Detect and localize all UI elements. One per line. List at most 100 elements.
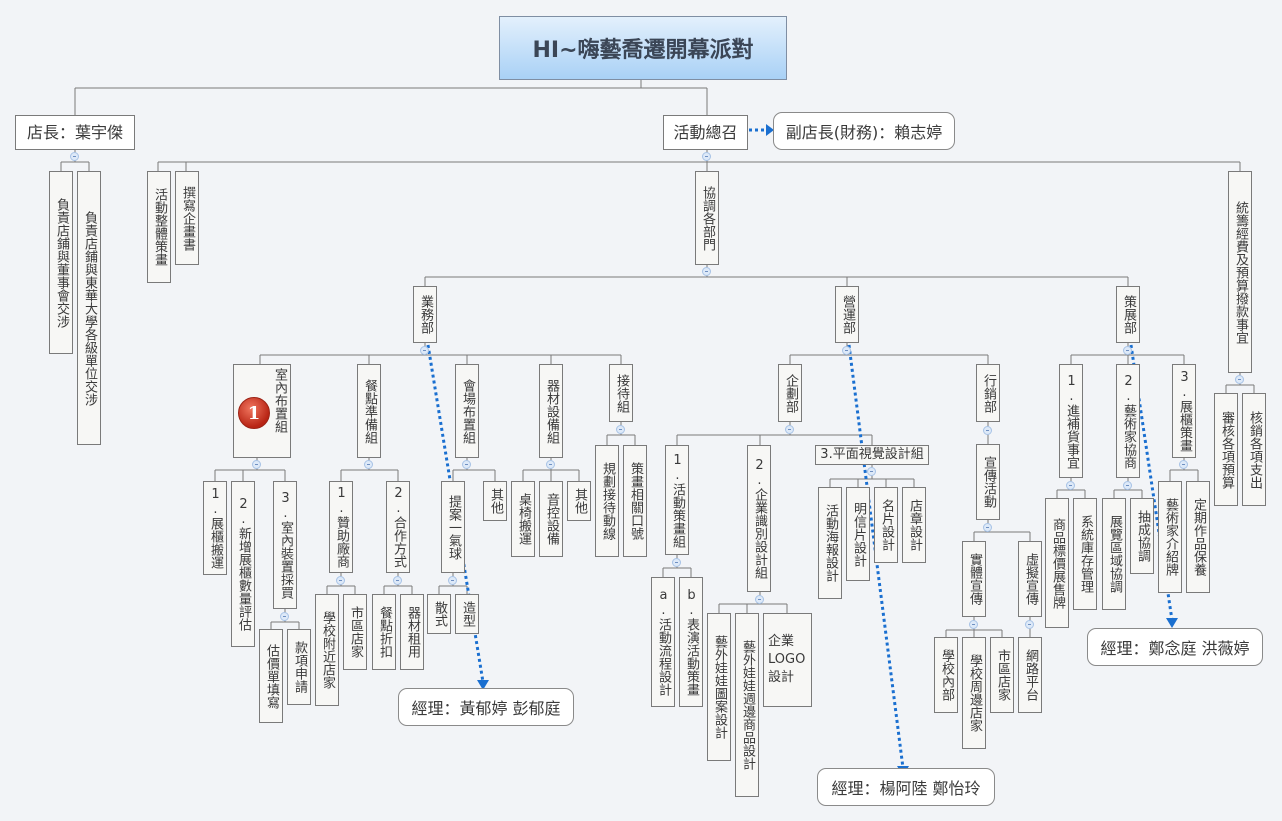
equipment-rental[interactable]: 器材租用	[400, 594, 424, 670]
coordinator-task-proposal[interactable]: 撰寫企畫書	[175, 171, 199, 265]
collapse-icon[interactable]	[785, 425, 794, 434]
performance-planning[interactable]: b.表演活動策畫	[679, 577, 703, 707]
interior-item-3[interactable]: 3.室內裝置採買	[273, 481, 297, 609]
balloon-shaped[interactable]: 造型	[455, 594, 479, 634]
inventory-system[interactable]: 系統庫存管理	[1073, 498, 1097, 610]
artwork-maintenance[interactable]: 定期作品保養	[1186, 481, 1210, 593]
collapse-icon[interactable]	[1025, 620, 1034, 629]
business-manager-label: 經理：黃郁婷 彭郁庭	[411, 699, 561, 718]
collapse-icon[interactable]	[1235, 375, 1244, 384]
furniture-moving[interactable]: 桌椅搬運	[511, 481, 535, 557]
collapse-icon[interactable]	[1123, 346, 1132, 355]
event-planning-group[interactable]: 1.活動策畫組	[665, 445, 689, 555]
collapse-icon[interactable]	[70, 152, 79, 161]
curation-dept[interactable]: 策展部	[1116, 286, 1140, 343]
restock-group[interactable]: 1.進補貨事宜	[1059, 364, 1083, 478]
collapse-icon[interactable]	[336, 576, 345, 585]
venue-other[interactable]: 其他	[483, 481, 507, 521]
coordinator-task-plan[interactable]: 活動整體策畫	[147, 171, 171, 283]
collapse-icon[interactable]	[702, 267, 711, 276]
collapse-icon[interactable]	[969, 620, 978, 629]
operations-dept[interactable]: 營運部	[835, 286, 859, 343]
collapse-icon[interactable]	[252, 460, 261, 469]
coordinate-departments-node[interactable]: 協調各部門	[695, 171, 719, 265]
stamp-design[interactable]: 店章設計	[902, 487, 926, 563]
doll-merch-design[interactable]: 藝外娃娃週邊商品設計	[735, 613, 759, 797]
audio-equipment[interactable]: 音控設備	[539, 481, 563, 557]
collapse-icon[interactable]	[672, 558, 681, 567]
collapse-icon[interactable]	[280, 612, 289, 621]
curation-manager-callout[interactable]: 經理：鄭念庭 洪薇婷	[1087, 628, 1263, 666]
payment-request[interactable]: 款項申請	[287, 629, 311, 705]
postcard-design[interactable]: 明信片設計	[846, 487, 870, 581]
operations-manager-callout[interactable]: 經理：楊阿陸 鄭怡玲	[817, 768, 995, 806]
vice-manager-callout[interactable]: 副店長(財務)：賴志婷	[773, 112, 955, 150]
physical-promotion[interactable]: 實體宣傳	[962, 541, 986, 617]
balloon-scattered[interactable]: 散式	[427, 594, 451, 634]
ci-design-group[interactable]: 2.企業識別設計組	[747, 445, 771, 592]
graphic-design-group[interactable]: 3.平面視覺設計組	[815, 445, 929, 465]
business-dept[interactable]: 業務部	[413, 286, 437, 343]
collapse-icon[interactable]	[867, 467, 876, 476]
nearby-stores[interactable]: 學校附近店家	[315, 594, 339, 706]
collapse-icon[interactable]	[546, 460, 555, 469]
manager-task-2[interactable]: 負責店鋪與東華大學各級單位交涉	[77, 171, 101, 445]
catering-sponsor[interactable]: 1.贊助廠商	[329, 481, 353, 573]
balloon-proposal[interactable]: 提案一氣球	[441, 481, 465, 573]
interior-item-2[interactable]: 2.新增展櫃數量評估	[231, 481, 255, 647]
booth-planning-group[interactable]: 3.展櫃策畫	[1172, 364, 1196, 458]
catering-group[interactable]: 餐點準備組	[357, 364, 381, 458]
collapse-icon[interactable]	[842, 346, 851, 355]
doll-pattern-design[interactable]: 藝外娃娃圖案設計	[707, 613, 731, 761]
manager-task-1[interactable]: 負責店鋪與董事會交涉	[49, 171, 73, 354]
online-platform[interactable]: 網路平台	[1018, 637, 1042, 713]
collapse-icon[interactable]	[364, 460, 373, 469]
root-topic[interactable]: HI~嗨藝喬遷開幕派對	[499, 16, 787, 80]
collapse-icon[interactable]	[983, 426, 992, 435]
artist-negotiation-group[interactable]: 2.藝術家協商	[1116, 364, 1140, 478]
collapse-icon[interactable]	[420, 346, 429, 355]
city-stores[interactable]: 市區店家	[343, 594, 367, 670]
planning-dept[interactable]: 企劃部	[778, 364, 802, 422]
virtual-promotion[interactable]: 虛擬宣傳	[1018, 541, 1042, 617]
collapse-icon[interactable]	[983, 523, 992, 532]
collapse-icon[interactable]	[393, 576, 402, 585]
reception-slogan[interactable]: 策畫相關口號	[623, 445, 647, 557]
collapse-icon[interactable]	[448, 576, 457, 585]
interior-item-1[interactable]: 1.展櫃搬運	[203, 481, 227, 575]
equipment-group[interactable]: 器材設備組	[539, 364, 563, 458]
marketing-dept[interactable]: 行銷部	[976, 364, 1000, 422]
artist-intro-sign[interactable]: 藝術家介紹牌	[1158, 481, 1182, 593]
budget-node[interactable]: 統籌經費及預算撥款事宜	[1228, 171, 1252, 373]
venue-group[interactable]: 會場布置組	[455, 364, 479, 458]
campus-nearby-stores[interactable]: 學校周邊店家	[962, 637, 986, 749]
meal-discount[interactable]: 餐點折扣	[372, 594, 396, 670]
reception-group[interactable]: 接待組	[609, 364, 633, 422]
catering-cooperation[interactable]: 2.合作方式	[386, 481, 410, 573]
campus-internal[interactable]: 學校內部	[934, 637, 958, 713]
collapse-icon[interactable]	[1123, 481, 1132, 490]
budget-review[interactable]: 審核各項預算	[1214, 393, 1238, 506]
collapse-icon[interactable]	[1066, 481, 1075, 490]
budget-writeoff[interactable]: 核銷各項支出	[1242, 393, 1266, 506]
collapse-icon[interactable]	[702, 152, 711, 161]
collapse-icon[interactable]	[462, 460, 471, 469]
commission-negotiation[interactable]: 抽成協調	[1130, 498, 1154, 574]
coordinator-node[interactable]: 活動總召	[663, 115, 748, 150]
collapse-icon[interactable]	[1179, 460, 1188, 469]
promotion-campaign[interactable]: 宣傳活動	[976, 444, 1000, 520]
poster-design[interactable]: 活動海報設計	[818, 487, 842, 599]
business-manager-callout[interactable]: 經理：黃郁婷 彭郁庭	[398, 688, 574, 726]
city-stores-promo[interactable]: 市區店家	[990, 637, 1014, 713]
event-flow-design[interactable]: a.活動流程設計	[651, 577, 675, 707]
manager-node[interactable]: 店長：葉宇傑	[15, 115, 135, 150]
quote-form[interactable]: 估價單填寫	[259, 629, 283, 723]
collapse-icon[interactable]	[755, 595, 764, 604]
collapse-icon[interactable]	[616, 425, 625, 434]
reception-flow[interactable]: 規劃接待動線	[595, 445, 619, 557]
business-card-design[interactable]: 名片設計	[874, 487, 898, 563]
logo-design[interactable]: 企業 LOGO 設計	[763, 613, 812, 707]
exhibition-area[interactable]: 展覽區域協調	[1102, 498, 1126, 610]
equipment-other[interactable]: 其他	[567, 481, 591, 521]
price-tag-sign[interactable]: 商品標價展售牌	[1045, 498, 1069, 628]
